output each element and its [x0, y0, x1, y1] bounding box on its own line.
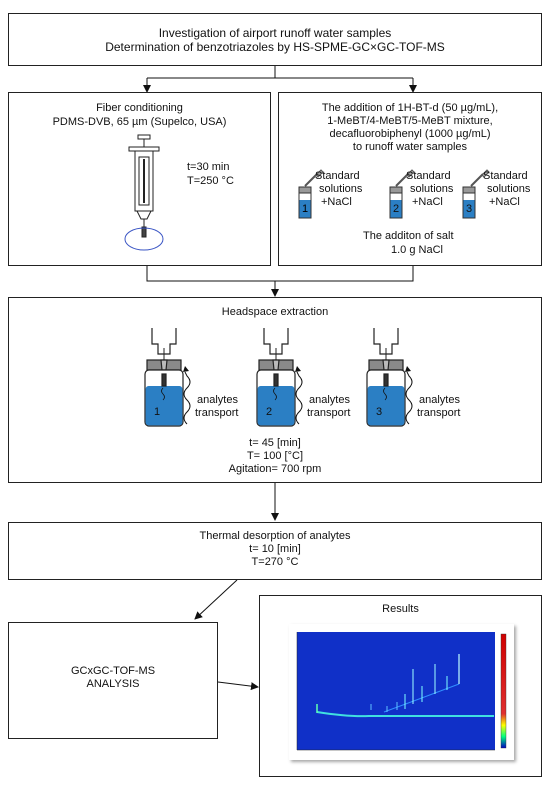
pipette-icon: [395, 169, 415, 187]
vial-number: 2: [392, 203, 400, 215]
spme-holder-vial-icon: [256, 328, 296, 427]
vial-label-1: Standard: [315, 170, 360, 182]
vial-number: 1: [301, 203, 309, 215]
pipette-icon: [470, 169, 490, 187]
vial-icon: [298, 186, 312, 219]
headspace-agitation: Agitation= 700 rpm: [228, 463, 322, 475]
vial-label-3: +NaCl: [412, 196, 443, 208]
vial-label-2: solutions: [487, 183, 531, 195]
analysis-line-2: ANALYSIS: [86, 678, 140, 690]
transport-label: transport: [307, 407, 351, 419]
desorption-time: t= 10 [min]: [249, 543, 301, 555]
title-line-1: Investigation of airport runoff water sa…: [158, 26, 392, 40]
pipette-icon: [304, 169, 324, 187]
addition-line-3: decafluorobiphenyl (1000 µg/mL): [329, 128, 491, 140]
vial-number: 3: [465, 203, 473, 215]
headspace-temp: T= 100 [°C]: [246, 450, 304, 462]
spme-syringe-icon: [124, 134, 164, 251]
analyte-transport-arrow-icon: [405, 366, 413, 425]
salt-line-1: The additon of salt: [363, 230, 454, 242]
spme-holder-vial-icon: [144, 328, 184, 427]
vial-label-1: Standard: [483, 170, 528, 182]
headspace-time: t= 45 [min]: [249, 437, 301, 449]
addition-line-4: to runoff water samples: [352, 141, 468, 153]
addition-box: The addition of 1H-BT-d (50 µg/mL), 1-Me…: [278, 92, 542, 266]
analytes-label: analytes: [197, 394, 238, 406]
desorption-temp: T=270 °C: [251, 556, 299, 568]
spme-holder-vial-icon: [366, 328, 406, 427]
analysis-box: GCxGC-TOF-MS ANALYSIS: [8, 622, 218, 739]
vial-number: 3: [375, 406, 383, 418]
fiber-temp: T=250 °C: [187, 175, 234, 187]
thermal-desorption-box: Thermal desorption of analytes t= 10 [mi…: [8, 522, 542, 580]
analytes-label: analytes: [309, 394, 350, 406]
addition-line-2: 1-MeBT/4-MeBT/5-MeBT mixture,: [327, 115, 493, 127]
gcxgc-chromatogram-image: [289, 624, 514, 760]
transport-label: transport: [417, 407, 461, 419]
standard-vial-1: 1 Standard solutions +NaCl: [291, 168, 371, 223]
arrow-to-analysis: [194, 579, 238, 620]
fiber-time: t=30 min: [187, 161, 230, 173]
results-heading: Results: [382, 603, 419, 615]
results-box: Results: [259, 595, 542, 777]
standard-vial-2: 2 Standard solutions +NaCl: [382, 168, 462, 223]
analytes-label: analytes: [419, 394, 460, 406]
vial-icon: [462, 186, 476, 219]
analyte-transport-arrow-icon: [295, 366, 303, 425]
fiber-subheading: PDMS-DVB, 65 µm (Supelco, USA): [52, 116, 227, 128]
analyte-transport-arrow-icon: [183, 366, 191, 425]
salt-line-2: 1.0 g NaCl: [391, 244, 443, 256]
vial-label-3: +NaCl: [321, 196, 352, 208]
addition-line-1: The addition of 1H-BT-d (50 µg/mL),: [321, 102, 499, 114]
vial-icon: [389, 186, 403, 219]
vial-label-2: solutions: [410, 183, 454, 195]
vial-label-3: +NaCl: [489, 196, 520, 208]
vial-label-1: Standard: [406, 170, 451, 182]
analysis-line-1: GCxGC-TOF-MS: [70, 665, 156, 677]
arrow-to-results: [217, 681, 259, 691]
vial-label-2: solutions: [319, 183, 363, 195]
transport-label: transport: [195, 407, 239, 419]
vial-number: 1: [153, 406, 161, 418]
fiber-heading: Fiber conditioning: [96, 102, 183, 114]
title-line-2: Determination of benzotriazoles by HS-SP…: [105, 40, 445, 54]
fiber-conditioning-box: Fiber conditioning PDMS-DVB, 65 µm (Supe…: [8, 92, 271, 266]
headspace-heading: Headspace extraction: [221, 306, 329, 318]
desorption-heading: Thermal desorption of analytes: [199, 530, 351, 542]
vial-number: 2: [265, 406, 273, 418]
title-box: Investigation of airport runoff water sa…: [8, 13, 542, 66]
standard-vial-3: 3 Standard solutions +NaCl: [457, 168, 542, 223]
